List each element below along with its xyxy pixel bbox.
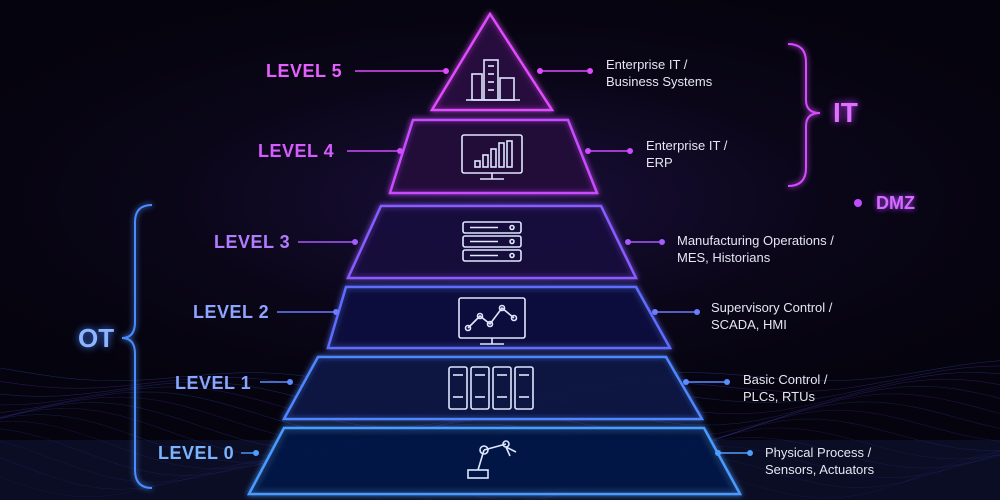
right-connector-dot bbox=[724, 379, 730, 385]
level-2-desc-line2: SCADA, HMI bbox=[711, 317, 787, 332]
right-connector-dot bbox=[652, 309, 658, 315]
server-rack-icon bbox=[462, 221, 522, 262]
trend-point bbox=[476, 312, 484, 320]
level-1-desc-line2: PLCs, RTUs bbox=[743, 389, 815, 404]
level-5-connectors bbox=[355, 68, 593, 74]
level-1-connectors bbox=[260, 379, 730, 385]
dmz-dot bbox=[854, 199, 862, 207]
monitor-bar-chart-icon bbox=[461, 134, 523, 180]
level-2-connectors bbox=[277, 309, 700, 315]
pyramid-layer-level-2 bbox=[326, 285, 673, 350]
right-connector-dot bbox=[747, 450, 753, 456]
bar bbox=[482, 154, 489, 168]
right-connector-dot bbox=[625, 239, 631, 245]
right-connector-dot bbox=[694, 309, 700, 315]
right-connector-dot bbox=[683, 379, 689, 385]
pyramid-layer-level-1 bbox=[281, 355, 705, 421]
level-4-connectors bbox=[347, 148, 633, 154]
trend-point bbox=[498, 304, 506, 312]
layer-outline bbox=[429, 11, 555, 112]
level-0-desc-line2: Sensors, Actuators bbox=[765, 462, 875, 477]
level-3-description: Manufacturing Operations / MES, Historia… bbox=[677, 232, 834, 266]
plc-module bbox=[448, 366, 468, 410]
wave-line bbox=[0, 450, 1000, 500]
bar bbox=[490, 148, 497, 168]
level-4-desc-line2: ERP bbox=[646, 155, 673, 170]
trend-point bbox=[464, 324, 472, 332]
trend-point bbox=[510, 314, 518, 322]
robot-gripper bbox=[505, 446, 517, 457]
plc-module bbox=[492, 366, 512, 410]
plc-module bbox=[514, 366, 534, 410]
wave-line bbox=[0, 451, 1000, 500]
level-3-desc-line1: Manufacturing Operations / bbox=[677, 233, 834, 248]
level-1-label: LEVEL 1 bbox=[175, 373, 252, 393]
plc-modules-icon bbox=[448, 366, 534, 410]
level-3-connectors bbox=[298, 239, 665, 245]
left-connector-dot bbox=[253, 450, 259, 456]
left-connector-dot bbox=[443, 68, 449, 74]
pyramid-layer-level-4 bbox=[388, 118, 599, 195]
right-connector-dot bbox=[585, 148, 591, 154]
bar bbox=[498, 142, 505, 168]
left-connector-dot bbox=[352, 239, 358, 245]
server-led bbox=[509, 238, 515, 245]
layer-outline bbox=[388, 118, 599, 195]
level-3-label: LEVEL 3 bbox=[214, 232, 291, 252]
layer-outline bbox=[246, 426, 743, 496]
server-unit bbox=[462, 235, 522, 248]
pyramid-layer-level-5 bbox=[429, 11, 555, 112]
level-0-desc-line1: Physical Process / bbox=[765, 445, 872, 460]
trend-point bbox=[486, 320, 494, 328]
server-unit bbox=[462, 221, 522, 234]
trend-line bbox=[467, 306, 515, 329]
level-4-desc-line1: Enterprise IT / bbox=[646, 138, 728, 153]
dmz-label: DMZ bbox=[876, 193, 915, 213]
bar bbox=[506, 140, 513, 168]
left-connector-dot bbox=[333, 309, 339, 315]
monitor-line-chart-icon bbox=[458, 297, 526, 345]
level-1-description: Basic Control / PLCs, RTUs bbox=[743, 371, 828, 405]
server-led bbox=[509, 252, 515, 259]
pyramid-layer-level-3 bbox=[346, 204, 638, 280]
level-1-desc-line1: Basic Control / bbox=[743, 372, 828, 387]
bar bbox=[474, 160, 481, 168]
level-2-description: Supervisory Control / SCADA, HMI bbox=[711, 299, 832, 333]
server-unit bbox=[462, 249, 522, 262]
ot-zone-label: OT bbox=[78, 323, 115, 353]
level-5-description: Enterprise IT / Business Systems bbox=[606, 56, 712, 90]
right-connector-dot bbox=[627, 148, 633, 154]
it-zone-label: IT bbox=[833, 97, 858, 128]
level-2-label: LEVEL 2 bbox=[193, 302, 270, 322]
left-connector-dot bbox=[287, 379, 293, 385]
it-bracket bbox=[787, 43, 821, 187]
right-connector-dot bbox=[587, 68, 593, 74]
layer-outline bbox=[326, 285, 673, 350]
level-0-description: Physical Process / Sensors, Actuators bbox=[765, 444, 874, 478]
level-4-description: Enterprise IT / ERP bbox=[646, 137, 727, 171]
robot-arm-icon bbox=[467, 440, 517, 479]
level-3-desc-line2: MES, Historians bbox=[677, 250, 771, 265]
buildings-icon bbox=[466, 59, 520, 101]
level-0-connectors bbox=[241, 450, 753, 456]
right-connector-dot bbox=[715, 450, 721, 456]
level-5-label: LEVEL 5 bbox=[266, 61, 343, 81]
left-connector-dot bbox=[397, 148, 403, 154]
right-connector-dot bbox=[659, 239, 665, 245]
right-connector-dot bbox=[537, 68, 543, 74]
level-0-label: LEVEL 0 bbox=[158, 443, 235, 463]
level-5-desc-line2: Business Systems bbox=[606, 74, 713, 89]
pyramid-layer-level-0 bbox=[246, 426, 743, 496]
server-led bbox=[509, 224, 515, 231]
level-2-desc-line1: Supervisory Control / bbox=[711, 300, 833, 315]
level-4-label: LEVEL 4 bbox=[258, 141, 335, 161]
robot-joint bbox=[479, 445, 489, 455]
wave-line bbox=[0, 401, 1000, 450]
plc-module bbox=[470, 366, 490, 410]
ot-bracket bbox=[121, 204, 153, 489]
level-5-desc-line1: Enterprise IT / bbox=[606, 57, 688, 72]
